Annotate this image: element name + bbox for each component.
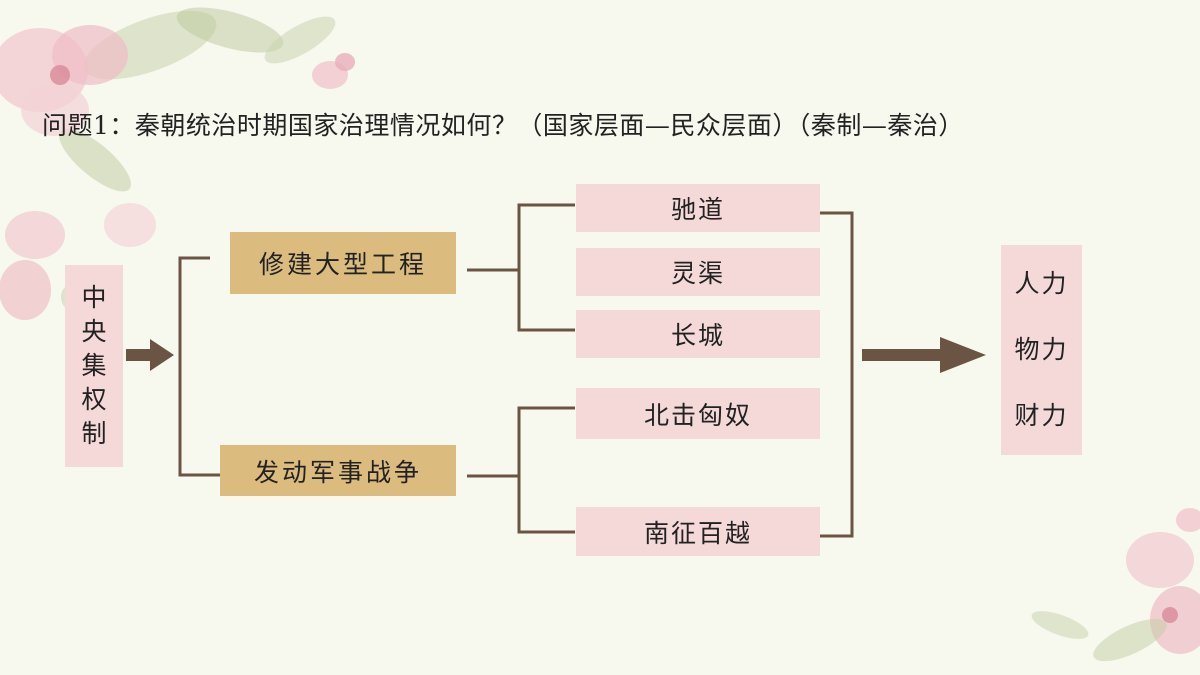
flower-bottom-right xyxy=(1031,508,1200,662)
question-title: 问题1：秦朝统治时期国家治理情况如何？（国家层面—民众层面）（秦制—秦治） xyxy=(42,111,964,140)
root-char: 权 xyxy=(81,385,107,414)
arrow-right-icon xyxy=(126,339,174,371)
root-char: 央 xyxy=(81,317,107,346)
result-item: 财力 xyxy=(1014,401,1069,430)
root-box: 中 央 集 权 制 xyxy=(65,265,123,467)
leaves-bracket xyxy=(820,211,854,538)
branch2-bracket xyxy=(517,406,575,534)
leaf-box-changcheng: 长城 xyxy=(576,310,820,358)
branch-box-military: 发动军事战争 xyxy=(220,445,456,496)
branch1-bracket xyxy=(517,203,575,332)
root-char: 集 xyxy=(81,351,107,380)
root-char: 中 xyxy=(81,283,107,312)
result-box: 人力 物力 财力 xyxy=(1001,245,1082,455)
result-item: 人力 xyxy=(1014,269,1069,298)
leaf-box-baiyue: 南征百越 xyxy=(576,507,820,556)
flower-top-left xyxy=(0,7,355,320)
branch-box-construction: 修建大型工程 xyxy=(230,232,456,294)
root-bracket xyxy=(178,256,220,477)
result-item: 物力 xyxy=(1014,335,1069,364)
leaf-box-chidao: 驰道 xyxy=(576,184,820,232)
leaf-box-xiongnu: 北击匈奴 xyxy=(576,388,820,439)
arrow-right-icon xyxy=(862,337,986,373)
root-char: 制 xyxy=(81,419,107,448)
leaf-box-lingqu: 灵渠 xyxy=(576,248,820,296)
